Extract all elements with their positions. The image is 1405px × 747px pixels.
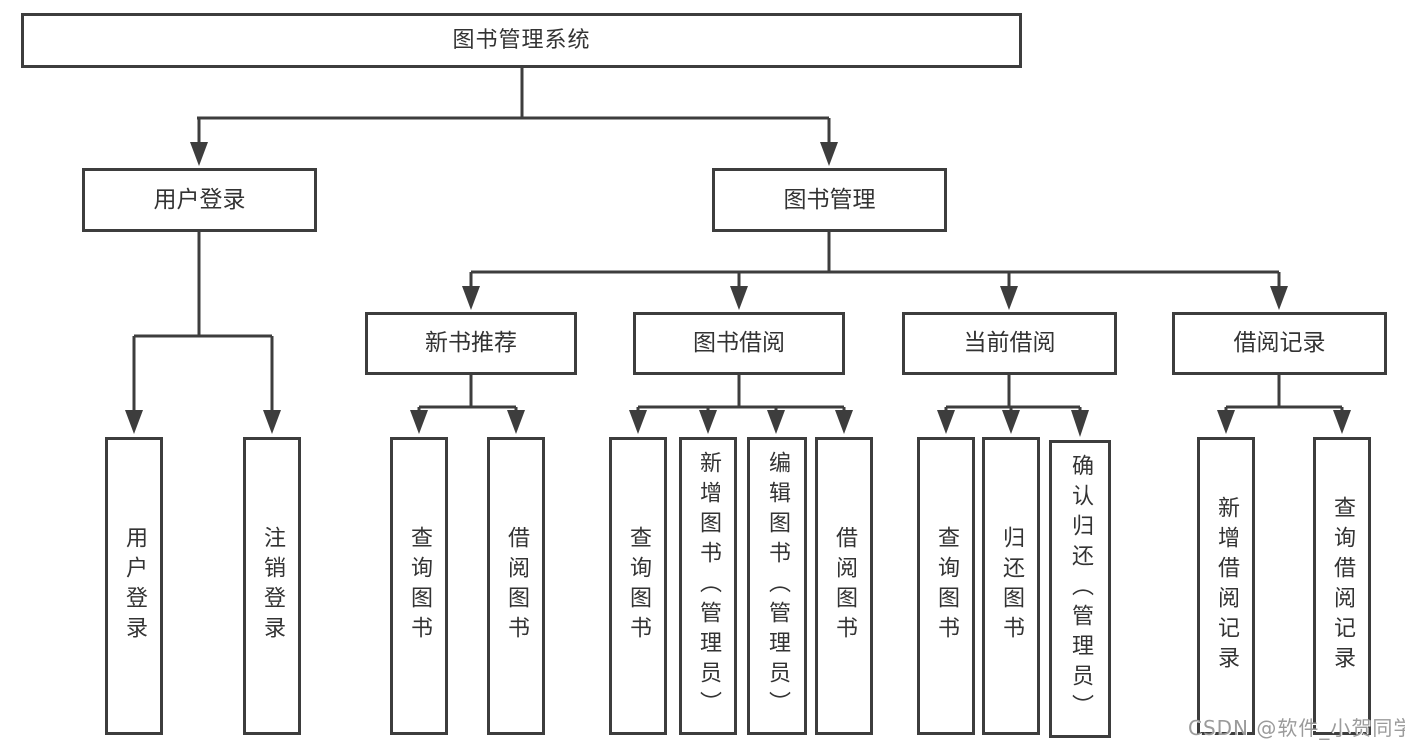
leaf-logout-login: 注销登录 (243, 437, 301, 735)
arrowhead-edit-book-admin (767, 410, 785, 434)
arrowhead-user-login (190, 142, 208, 166)
arrowhead-current-borrowing (1000, 286, 1018, 310)
leaf-user-login: 用户登录 (105, 437, 163, 735)
node-borrow-records: 借阅记录 (1172, 312, 1387, 375)
node-book-management: 图书管理 (712, 168, 947, 232)
arrowhead-leaf-logout (263, 410, 281, 434)
leaf-borrow-books-borrow: 借阅图书 (815, 437, 873, 735)
arrowhead-add-borrow-record (1217, 410, 1235, 434)
arrowhead-query-books-borrow (629, 410, 647, 434)
leaf-borrow-books-recommend: 借阅图书 (487, 437, 545, 735)
node-user-login: 用户登录 (82, 168, 317, 232)
arrowhead-confirm-return-admin (1071, 410, 1089, 437)
node-current-borrowing: 当前借阅 (902, 312, 1117, 375)
edge-root-to-level2 (197, 68, 831, 146)
arrowhead-book-borrowing (730, 286, 748, 310)
arrowhead-borrow-books-recommend (507, 410, 525, 434)
watermark: CSDN @软件_小贺同学 (1188, 716, 1405, 740)
edge-book-management-children (469, 232, 1281, 290)
arrowhead-query-borrow-record (1333, 410, 1351, 434)
leaf-query-books-recommend: 查询图书 (390, 437, 448, 735)
arrowhead-borrow-books-borrow (835, 410, 853, 434)
node-book-borrowing: 图书借阅 (633, 312, 845, 375)
edge-user-login-children (132, 232, 274, 414)
leaf-query-borrow-record: 查询借阅记录 (1313, 437, 1371, 735)
edge-records-children (1224, 375, 1344, 412)
arrowhead-return-books (1002, 410, 1020, 434)
arrowhead-new-book-recommend (462, 286, 480, 310)
edge-borrowing-children (636, 375, 846, 412)
arrowhead-query-books-current (937, 410, 955, 434)
edge-current-children (944, 375, 1082, 412)
leaf-confirm-return-admin: 确认归还（管理员） (1049, 440, 1111, 738)
leaf-add-borrow-record: 新增借阅记录 (1197, 437, 1255, 735)
leaf-edit-book-admin: 编辑图书（管理员） (747, 437, 807, 735)
arrowhead-query-books-recommend (410, 410, 428, 434)
node-root: 图书管理系统 (21, 13, 1022, 68)
arrowhead-leaf-user-login (125, 410, 143, 434)
edge-recommend-children (417, 375, 518, 412)
leaf-return-books: 归还图书 (982, 437, 1040, 735)
leaf-query-books-borrow: 查询图书 (609, 437, 667, 735)
arrowhead-book-management (820, 142, 838, 166)
leaf-query-books-current: 查询图书 (917, 437, 975, 735)
node-new-book-recommend: 新书推荐 (365, 312, 577, 375)
arrowhead-add-book-admin (699, 410, 717, 434)
leaf-add-book-admin: 新增图书（管理员） (679, 437, 737, 735)
arrowhead-borrow-records (1270, 286, 1288, 310)
